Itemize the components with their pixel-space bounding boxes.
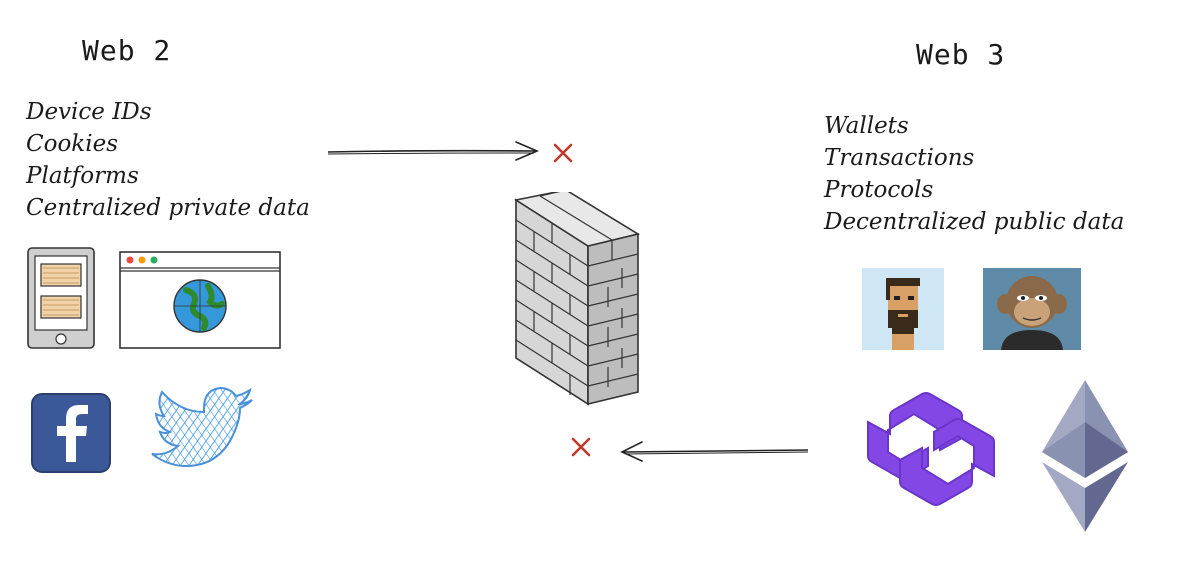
web3-item-decentralized-data: Decentralized public data	[824, 209, 1125, 235]
web2-item-platforms: Platforms	[26, 163, 139, 189]
web2-item-device-ids: Device IDs	[26, 99, 152, 125]
blocked-x-icon	[570, 436, 592, 458]
web2-title: Web 2	[82, 34, 172, 67]
bored-ape-nft-icon	[983, 268, 1081, 350]
facebook-icon	[30, 392, 112, 474]
web3-list: Wallets Transactions Protocols Decentral…	[824, 110, 1124, 238]
ethereum-icon	[1040, 378, 1130, 534]
phone-app-icon	[26, 246, 98, 352]
arrow-right-icon	[326, 138, 542, 164]
web3-item-transactions: Transactions	[824, 145, 975, 171]
cryptopunk-nft-icon	[862, 268, 944, 350]
web3-item-protocols: Protocols	[824, 177, 934, 203]
web2-item-centralized-data: Centralized private data	[26, 195, 310, 221]
browser-globe-icon	[118, 250, 284, 350]
polygon-icon	[858, 384, 1004, 508]
web2-list: Device IDs Cookies Platforms Centralized…	[26, 96, 310, 224]
arrow-left-icon	[618, 438, 812, 464]
web3-title: Web 3	[916, 38, 1006, 71]
twitter-icon	[150, 386, 256, 478]
web3-item-wallets: Wallets	[824, 113, 909, 139]
web2-item-cookies: Cookies	[26, 131, 118, 157]
blocked-x-icon	[552, 142, 574, 164]
firewall-icon	[512, 192, 644, 408]
